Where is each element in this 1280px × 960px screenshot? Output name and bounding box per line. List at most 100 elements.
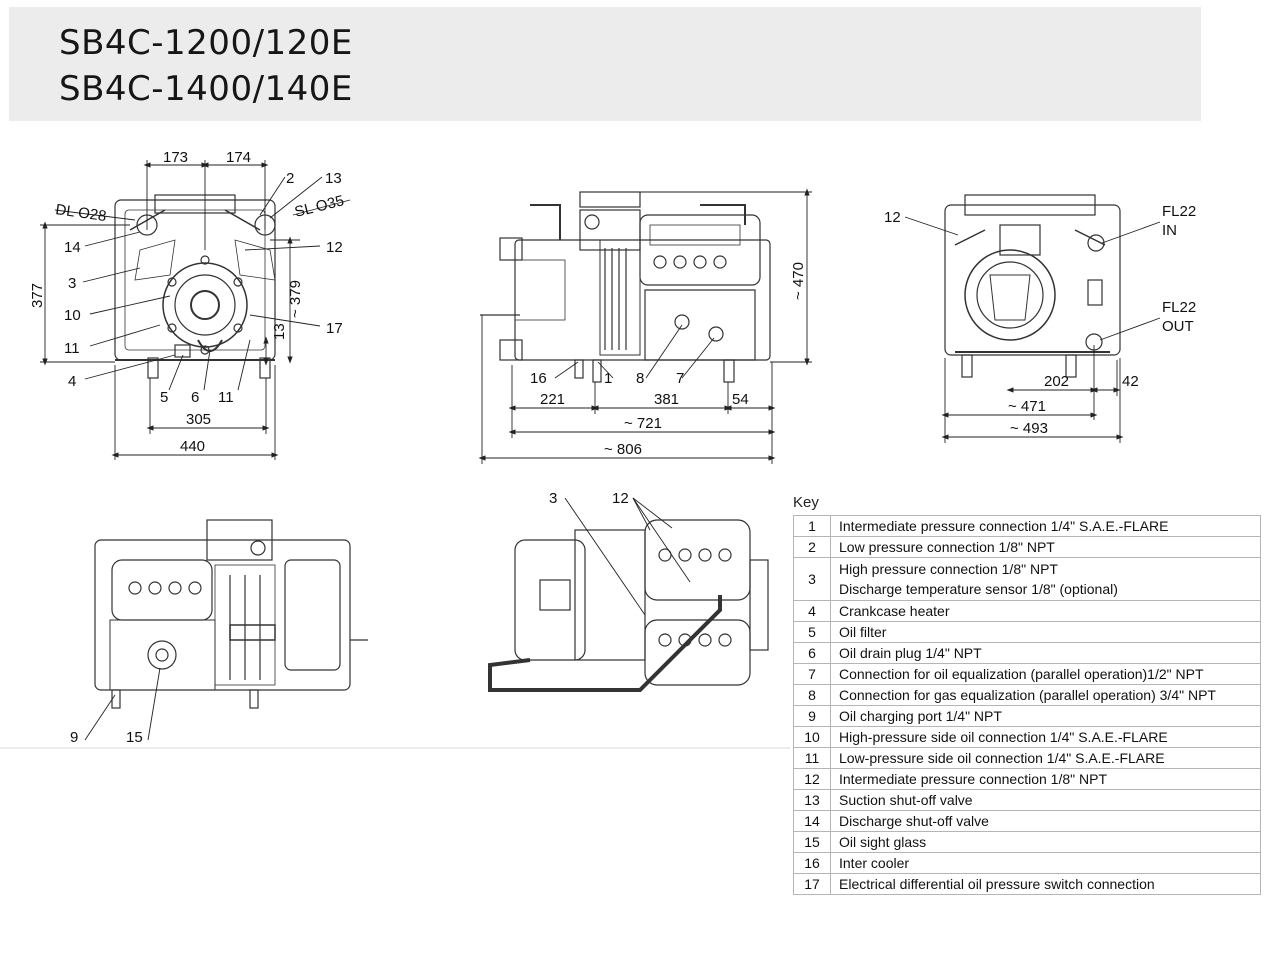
callout-3: 3 <box>68 275 76 292</box>
dim-721: ~ 721 <box>624 415 662 432</box>
callout-10: 10 <box>64 307 81 324</box>
key-description-line: Discharge temperature sensor 1/8" (optio… <box>839 581 1118 597</box>
key-description-line: Connection for gas equalization (paralle… <box>839 687 1216 703</box>
callout-3-iso: 3 <box>549 490 557 507</box>
key-number: 17 <box>793 873 831 895</box>
key-description: Oil filter <box>830 621 1261 643</box>
key-description: Oil sight glass <box>830 831 1261 853</box>
key-description: Connection for gas equalization (paralle… <box>830 684 1261 706</box>
key-number: 4 <box>793 600 831 622</box>
key-description: Low pressure connection 1/8" NPT <box>830 536 1261 558</box>
key-description-line: Oil filter <box>839 624 887 640</box>
key-description-line: Electrical differential oil pressure swi… <box>839 876 1155 892</box>
key-description: Suction shut-off valve <box>830 789 1261 811</box>
key-number: 2 <box>793 536 831 558</box>
callout-11-left: 11 <box>64 340 80 357</box>
key-number: 8 <box>793 684 831 706</box>
dim-173: 173 <box>163 149 188 166</box>
fl22-in-sub: IN <box>1162 222 1177 239</box>
dim-13: 13 <box>271 323 288 340</box>
callout-12: 12 <box>326 239 343 256</box>
rear-view <box>944 194 1121 378</box>
side-dimension-lines <box>478 188 812 464</box>
key-number: 3 <box>793 557 831 601</box>
title-banner: SB4C-1200/120E SB4C-1400/140E <box>9 7 1201 121</box>
key-row: 13 Suction shut-off valve <box>793 789 1261 811</box>
fl22-out-label: FL22 <box>1162 299 1196 316</box>
key-number: 12 <box>793 768 831 790</box>
callout-16: 16 <box>530 370 547 387</box>
key-number: 15 <box>793 831 831 853</box>
key-number: 5 <box>793 621 831 643</box>
callout-12-iso: 12 <box>612 490 629 507</box>
top-view <box>94 519 368 709</box>
key-number: 16 <box>793 852 831 874</box>
callout-11-bottom: 11 <box>218 389 234 406</box>
callout-14: 14 <box>64 239 81 256</box>
dim-174: 174 <box>226 149 251 166</box>
rear-labels: 202 42 ~ 471 ~ 493 12 FL22 IN FL22 OUT <box>884 203 1196 437</box>
dim-381: 381 <box>654 391 679 408</box>
callout-7: 7 <box>676 370 684 387</box>
key-row: 6 Oil drain plug 1/4" NPT <box>793 642 1261 664</box>
pipe-label-dl: DL O28 <box>54 201 107 225</box>
key-description: Oil drain plug 1/4" NPT <box>830 642 1261 664</box>
key-description: Intermediate pressure connection 1/4" S.… <box>830 515 1261 537</box>
iso-dimension-lines <box>564 497 691 616</box>
front-dimension-lines <box>40 160 351 460</box>
key-description-line: Oil sight glass <box>839 834 927 850</box>
dim-806: ~ 806 <box>604 441 642 458</box>
callout-6: 6 <box>191 389 199 406</box>
key-description-line: High pressure connection 1/8" NPT <box>839 561 1058 577</box>
key-number: 9 <box>793 705 831 727</box>
top-dimension-lines <box>84 667 161 741</box>
key-row: 3 High pressure connection 1/8" NPT Discha… <box>793 557 1261 601</box>
callout-4: 4 <box>68 373 76 390</box>
dim-305: 305 <box>186 411 211 428</box>
dim-377: 377 <box>29 283 46 308</box>
callout-9: 9 <box>70 729 78 746</box>
key-row: 5 Oil filter <box>793 621 1261 643</box>
top-labels: 9 15 <box>70 729 143 746</box>
dim-221: 221 <box>540 391 565 408</box>
dim-471: ~ 471 <box>1008 398 1046 415</box>
model-title-2: SB4C-1400/140E <box>59 69 353 109</box>
key-number: 6 <box>793 642 831 664</box>
key-description: Discharge shut-off valve <box>830 810 1261 832</box>
fl22-in-label: FL22 <box>1162 203 1196 220</box>
key-description: Low-pressure side oil connection 1/4" S.… <box>830 747 1261 769</box>
key-number: 10 <box>793 726 831 748</box>
key-number: 13 <box>793 789 831 811</box>
dim-54: 54 <box>732 391 749 408</box>
dim-202: 202 <box>1044 373 1069 390</box>
key-description-line: Suction shut-off valve <box>839 792 973 808</box>
key-row: 16 Inter cooler <box>793 852 1261 874</box>
callout-15: 15 <box>126 729 143 746</box>
key-row: 8 Connection for gas equalization (parall… <box>793 684 1261 706</box>
key-description-line: Oil drain plug 1/4" NPT <box>839 645 982 661</box>
key-description: High-pressure side oil connection 1/4" S… <box>830 726 1261 748</box>
key-description: Electrical differential oil pressure swi… <box>830 873 1261 895</box>
key-number: 14 <box>793 810 831 832</box>
iso-labels: 3 12 <box>549 490 629 507</box>
key-row: 2 Low pressure connection 1/8" NPT <box>793 536 1261 558</box>
key-description: High pressure connection 1/8" NPT Dischar… <box>830 557 1261 601</box>
key-description-line: Low pressure connection 1/8" NPT <box>839 539 1055 555</box>
key-description: Connection for oil equalization (paralle… <box>830 663 1261 685</box>
key-description-line: High-pressure side oil connection 1/4" S… <box>839 729 1168 745</box>
key-number: 7 <box>793 663 831 685</box>
model-title-1: SB4C-1200/120E <box>59 23 353 63</box>
dim-440: 440 <box>180 438 205 455</box>
key-description: Crankcase heater <box>830 600 1261 622</box>
key-description: Intermediate pressure connection 1/8" NP… <box>830 768 1261 790</box>
key-row: 17 Electrical differential oil pressure s… <box>793 873 1261 895</box>
dim-470: ~ 470 <box>790 262 807 300</box>
key-description-line: Inter cooler <box>839 855 910 871</box>
